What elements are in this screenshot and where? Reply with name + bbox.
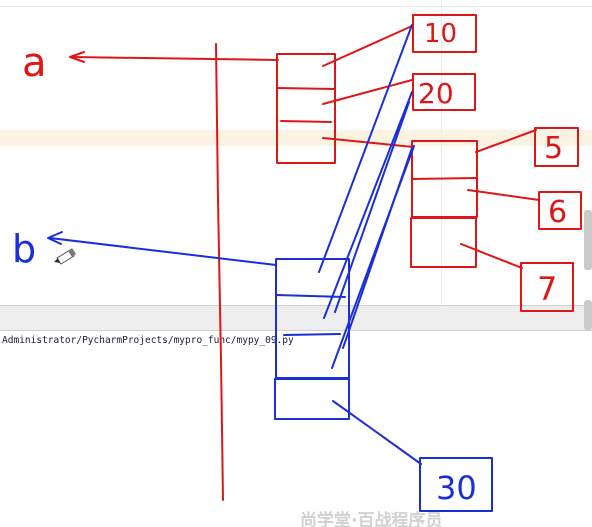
- value-7-box: [520, 262, 574, 312]
- value-7: 7: [537, 270, 557, 308]
- right-margin-guide: [441, 0, 442, 305]
- value-6-box: [538, 191, 582, 230]
- variable-a-label: a: [22, 40, 47, 86]
- editor-top-border: [0, 6, 592, 7]
- pointer-a0-to-10: [322, 25, 413, 67]
- watermark: 尚学堂·百战程序员: [300, 511, 443, 527]
- pointer-b1-to-20: [323, 91, 413, 319]
- editor-area[interactable]: [0, 0, 592, 305]
- pointer-b2-to-inner-b: [342, 147, 413, 349]
- pointer-a1-to-20: [322, 79, 413, 105]
- pointer-inner1-to-6: [467, 189, 540, 201]
- tool-window-header[interactable]: [0, 305, 592, 331]
- pointer-b3-to-30: [332, 400, 422, 465]
- arrowhead-a: [69, 51, 85, 63]
- value-5-box: [534, 127, 579, 167]
- editor-scrollbar-thumb[interactable]: [584, 210, 592, 270]
- inner-list-divider: [411, 177, 478, 180]
- value-20: 20: [418, 77, 454, 110]
- value-10-box: [412, 14, 477, 53]
- pointer-b1-to-20b: [334, 101, 410, 313]
- variable-b-label: b: [12, 227, 36, 271]
- list-a-box: [276, 53, 336, 164]
- value-6: 6: [548, 195, 567, 230]
- console-scrollbar-thumb[interactable]: [584, 300, 592, 330]
- inner-list-extra-slot: [410, 217, 477, 268]
- stack-heap-divider: [215, 43, 224, 501]
- list-b-divider-2: [283, 333, 341, 336]
- value-10: 10: [424, 19, 457, 49]
- pointer-extra-to-7: [460, 243, 523, 269]
- run-console[interactable]: [0, 331, 592, 527]
- arrow-to-b: [49, 237, 277, 266]
- list-a-divider-1: [276, 87, 336, 90]
- arrow-to-a: [71, 56, 279, 61]
- value-5: 5: [544, 131, 563, 166]
- arrowhead-b: [47, 231, 63, 245]
- pen-cursor-icon: [54, 248, 76, 265]
- pointer-inner0-to-5: [475, 129, 537, 153]
- console-run-path: Administrator/PycharmProjects/mypro_func…: [2, 335, 294, 346]
- list-b-divider-1: [275, 294, 346, 298]
- value-30: 30: [436, 469, 477, 507]
- value-30-box: [419, 457, 493, 512]
- list-b-extra-slot: [274, 378, 350, 420]
- list-a-divider-2: [280, 120, 332, 123]
- pointer-b0-to-10: [318, 24, 413, 273]
- list-b-box: [275, 258, 350, 379]
